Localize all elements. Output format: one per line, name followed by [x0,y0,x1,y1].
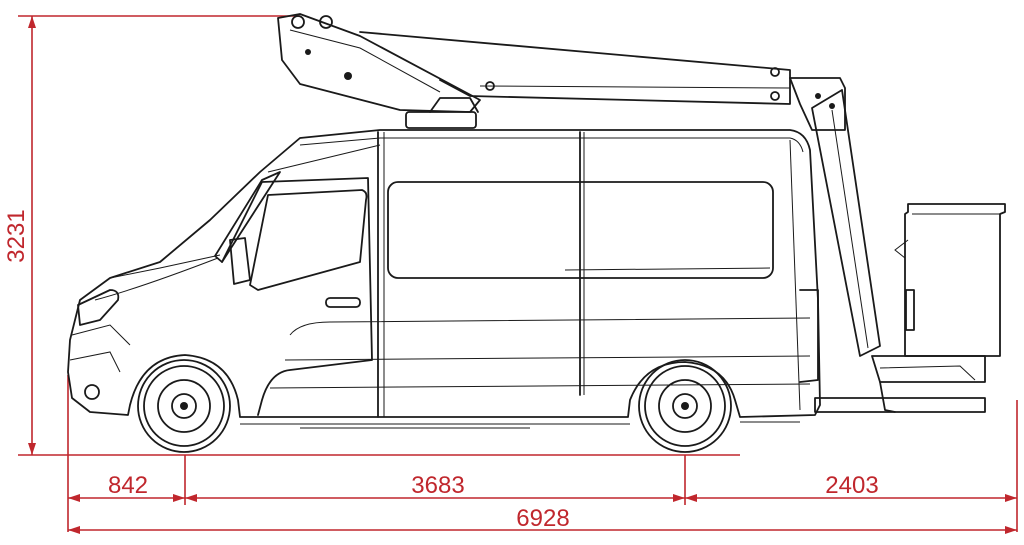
rear-overhang-label: 2403 [825,472,878,499]
dimension-lines [18,15,1018,534]
aerial-boom [277,13,1006,413]
wheelbase-label: 3683 [411,472,464,499]
rear-wheel [638,359,732,453]
front-overhang-label: 842 [108,472,148,499]
overall-height-label: 3231 [3,209,30,262]
overall-length-label: 6928 [516,505,569,532]
front-wheel [137,359,231,453]
van-body [67,129,821,429]
